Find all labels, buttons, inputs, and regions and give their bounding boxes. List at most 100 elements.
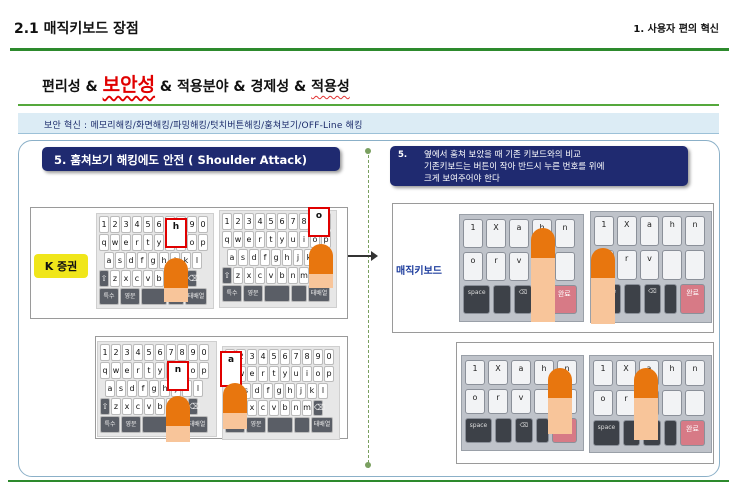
keyboard-key[interactable]: u [291, 366, 301, 382]
keyboard-key[interactable]: c [255, 267, 265, 284]
keyboard-key[interactable] [291, 285, 307, 302]
keyboard-key[interactable]: 0 [324, 349, 334, 365]
magic-keyboard-key[interactable] [535, 418, 549, 443]
keyboard-key[interactable]: 5 [266, 213, 276, 230]
keyboard-key[interactable]: j [296, 383, 306, 399]
keyboard-key[interactable]: v [143, 270, 153, 287]
keyboard-key[interactable]: 0 [198, 216, 208, 233]
keyboard-key[interactable]: d [127, 380, 137, 397]
magic-keyboard-key[interactable]: r [616, 390, 636, 416]
keyboard-key[interactable]: g [148, 252, 158, 269]
magic-keyboard-key[interactable]: r [486, 252, 506, 281]
keyboard-key[interactable]: l [192, 252, 202, 269]
keyboard-key[interactable]: f [263, 383, 273, 399]
keyboard-key[interactable]: e [121, 234, 131, 251]
magic-keyboard-key[interactable]: a [639, 216, 660, 246]
magic-keyboard-key[interactable]: space [465, 418, 492, 443]
keyboard-key[interactable]: 7 [288, 213, 298, 230]
magic-keyboard-key[interactable]: X [616, 216, 637, 246]
keyboard-key[interactable]: t [266, 231, 276, 248]
keyboard-key[interactable]: 1 [99, 216, 109, 233]
keyboard-key[interactable]: x [244, 267, 254, 284]
keyboard-key[interactable]: q [100, 362, 110, 379]
keyboard-key[interactable]: 5 [144, 344, 154, 361]
keyboard-key[interactable]: n [288, 267, 298, 284]
keyboard-key[interactable]: 4 [258, 349, 268, 365]
keyboard-key[interactable]: 8 [177, 344, 187, 361]
keyboard-key[interactable]: u [288, 231, 298, 248]
keyboard-key[interactable]: 5 [143, 216, 153, 233]
keyboard-key[interactable]: 6 [277, 213, 287, 230]
keyboard-key[interactable]: 2 [111, 344, 121, 361]
keyboard-key[interactable]: ⇧ [100, 398, 110, 415]
keyboard-key[interactable]: e [244, 231, 254, 248]
magic-keyboard-key[interactable]: 1 [463, 219, 483, 248]
magic-keyboard-key[interactable]: o [463, 252, 483, 281]
keyboard-key[interactable]: w [233, 231, 243, 248]
keyboard-key[interactable]: 9 [188, 344, 198, 361]
keyboard-key[interactable]: w [110, 234, 120, 251]
magic-keyboard-key[interactable]: n [685, 360, 705, 386]
keyboard-key[interactable]: 영문 [246, 417, 266, 433]
magic-keyboard-key[interactable]: ⌫ [643, 284, 661, 314]
keyboard-key[interactable]: 6 [280, 349, 290, 365]
keyboard-key[interactable]: 2 [233, 213, 243, 230]
keyboard-key[interactable]: b [280, 400, 290, 416]
keyboard-key[interactable]: z [111, 398, 121, 415]
keyboard-key[interactable]: m [299, 267, 309, 284]
magic-keyboard-key[interactable]: h [662, 216, 683, 246]
magic-keyboard-key[interactable]: v [639, 250, 660, 280]
magic-keyboard-key[interactable]: 완료 [680, 420, 705, 446]
keyboard-key[interactable]: 0 [199, 344, 209, 361]
keyboard-key[interactable]: 특수 [222, 285, 242, 302]
keyboard-key[interactable]: y [280, 366, 290, 382]
keyboard-key[interactable]: g [149, 380, 159, 397]
keyboard-key[interactable]: ⇧ [99, 270, 109, 287]
keyboard-key[interactable]: x [122, 398, 132, 415]
keyboard-key[interactable]: ⌫ [313, 400, 325, 416]
keyboard-key[interactable]: w [111, 362, 121, 379]
keyboard-key[interactable]: 4 [255, 213, 265, 230]
keyboard-key[interactable]: g [271, 249, 281, 266]
keyboard-key[interactable]: i [302, 366, 312, 382]
keyboard-key[interactable]: l [318, 383, 328, 399]
keyboard-key[interactable]: j [293, 249, 303, 266]
magic-keyboard-key[interactable]: ⌫ [515, 418, 533, 443]
keyboard-key[interactable]: x [247, 400, 257, 416]
magic-keyboard-key[interactable]: X [486, 219, 506, 248]
magic-keyboard-key[interactable]: 완료 [680, 284, 705, 314]
keyboard-key[interactable]: e [122, 362, 132, 379]
keyboard-key[interactable]: d [126, 252, 136, 269]
magic-keyboard-key[interactable] [685, 390, 705, 416]
keyboard-key[interactable]: r [258, 366, 268, 382]
magic-keyboard-key[interactable]: ⌫ [514, 285, 532, 314]
magic-keyboard-key[interactable]: r [616, 250, 637, 280]
magic-keyboard-key[interactable] [493, 285, 512, 314]
keyboard-key[interactable]: h [285, 383, 295, 399]
keyboard-key[interactable]: 3 [244, 213, 254, 230]
keyboard-key[interactable]: f [260, 249, 270, 266]
keyboard-key[interactable]: 영문 [243, 285, 263, 302]
keyboard-key[interactable]: 6 [155, 344, 165, 361]
keyboard-key[interactable]: x [121, 270, 131, 287]
keyboard-key[interactable]: a [105, 380, 115, 397]
keyboard-key[interactable]: ⇧ [222, 267, 232, 284]
magic-keyboard-key[interactable] [662, 250, 683, 280]
keyboard-key[interactable]: v [144, 398, 154, 415]
keyboard-key[interactable] [267, 417, 293, 433]
keyboard-key[interactable]: 6 [154, 216, 164, 233]
keyboard-key[interactable]: 1 [100, 344, 110, 361]
keyboard-key[interactable]: 특수 [100, 416, 120, 433]
keyboard-key[interactable]: s [115, 252, 125, 269]
keyboard-key[interactable]: s [238, 249, 248, 266]
keyboard-key[interactable]: o [188, 362, 198, 379]
keyboard-key[interactable]: 태배열 [185, 288, 207, 305]
keyboard-key[interactable]: o [313, 366, 323, 382]
keyboard-key[interactable]: p [324, 366, 334, 382]
keyboard-key[interactable]: r [132, 234, 142, 251]
keyboard-key[interactable]: s [116, 380, 126, 397]
magic-keyboard-key[interactable]: n [555, 219, 575, 248]
keyboard-key[interactable]: 7 [166, 344, 176, 361]
keyboard-key[interactable]: c [132, 270, 142, 287]
keyboard-key[interactable]: c [133, 398, 143, 415]
